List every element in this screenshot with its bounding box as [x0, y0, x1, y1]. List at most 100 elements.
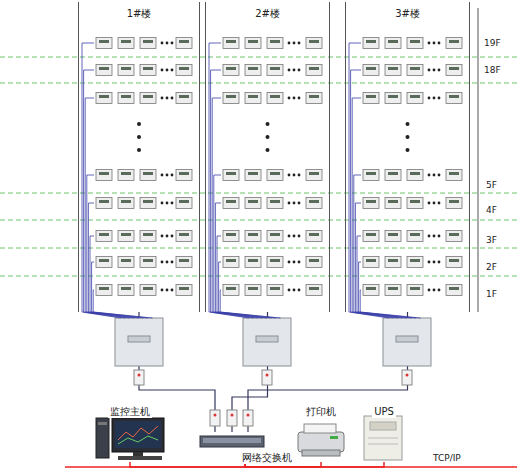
ellipsis-dot — [428, 235, 431, 238]
device-label: 打印机 — [304, 406, 338, 418]
meter-display — [410, 95, 420, 98]
bus-wire — [82, 43, 121, 318]
ellipsis-dot — [171, 97, 174, 100]
meter-display — [121, 172, 131, 175]
energy-meter — [385, 93, 401, 104]
converter-light — [138, 374, 141, 377]
energy-meter — [407, 170, 423, 181]
meter-display — [99, 67, 109, 70]
energy-meter — [176, 170, 192, 181]
meter-display — [99, 233, 109, 236]
energy-meter — [385, 285, 401, 296]
energy-meter — [140, 285, 156, 296]
energy-meter — [363, 38, 379, 49]
ellipsis-dot — [293, 42, 296, 45]
energy-meter — [223, 93, 239, 104]
floor-column-line — [478, 8, 479, 312]
signal-converter — [227, 410, 237, 426]
meter-display — [309, 233, 319, 236]
meter-display — [309, 200, 319, 203]
energy-meter — [176, 257, 192, 268]
bus-wire — [92, 262, 148, 318]
ellipsis-dot — [288, 174, 291, 177]
ellipsis-dot — [428, 202, 431, 205]
ellipsis-dot — [438, 69, 441, 72]
meter-display — [121, 95, 131, 98]
meter-display — [270, 200, 280, 203]
bus-wire — [217, 236, 272, 318]
floor-label: 4F — [485, 205, 498, 216]
energy-meter — [363, 198, 379, 209]
energy-meter — [118, 231, 134, 242]
meter-display — [143, 259, 153, 262]
converter-light — [247, 414, 250, 417]
computer-icon — [96, 418, 164, 460]
energy-meter — [140, 257, 156, 268]
energy-meter — [118, 65, 134, 76]
ellipsis-dot — [293, 261, 296, 264]
energy-meter — [267, 170, 283, 181]
meter-display — [449, 259, 459, 262]
building-column: 1#楼 — [78, 2, 200, 312]
data-collector — [383, 318, 431, 366]
energy-meter — [140, 231, 156, 242]
converter-light — [406, 374, 409, 377]
energy-meter — [223, 231, 239, 242]
energy-meter — [306, 231, 322, 242]
printer-icon — [330, 436, 338, 439]
ellipsis-dot — [406, 135, 410, 139]
ups-icon — [368, 438, 398, 439]
ups-icon — [364, 416, 402, 460]
meter-display — [366, 172, 376, 175]
ellipsis-dot — [298, 235, 301, 238]
energy-meter — [363, 93, 379, 104]
energy-meter — [385, 38, 401, 49]
computer-icon — [115, 421, 161, 448]
meter-display — [388, 200, 398, 203]
meter-display — [99, 95, 109, 98]
meter-display — [270, 259, 280, 262]
energy-meter — [245, 170, 261, 181]
energy-meter — [446, 231, 462, 242]
meter-display — [179, 67, 189, 70]
computer-icon — [98, 422, 107, 425]
building-column: 2#楼 — [205, 2, 330, 312]
floor-label: 18F — [483, 65, 502, 76]
meter-display — [410, 200, 420, 203]
meter-display — [248, 233, 258, 236]
printer-icon — [298, 432, 344, 452]
ellipsis-dot — [438, 261, 441, 264]
meter-display — [99, 287, 109, 290]
meter-display — [388, 287, 398, 290]
building-column: 3#楼 — [345, 2, 470, 312]
data-collector — [396, 336, 418, 342]
meter-display — [248, 95, 258, 98]
device-label: 监控主机 — [108, 406, 152, 418]
ellipsis-dot — [288, 97, 291, 100]
bus-wire — [88, 203, 139, 318]
ellipsis-dot — [298, 261, 301, 264]
energy-meter — [223, 285, 239, 296]
energy-meter — [118, 38, 134, 49]
meter-display — [410, 40, 420, 43]
meter-display — [121, 200, 131, 203]
meter-display — [366, 200, 376, 203]
converter-light — [214, 414, 217, 417]
meter-grid — [82, 38, 462, 319]
energy-meter — [223, 38, 239, 49]
switch-body — [200, 436, 264, 447]
energy-meter — [385, 198, 401, 209]
ellipsis-dot — [428, 261, 431, 264]
computer-icon — [118, 456, 162, 460]
energy-meter — [96, 257, 112, 268]
bus-wire — [357, 236, 412, 318]
meter-display — [309, 95, 319, 98]
ellipsis-dot — [298, 97, 301, 100]
ellipsis-dot — [428, 289, 431, 292]
ups-icon — [370, 422, 396, 430]
ellipsis-dot — [171, 174, 174, 177]
meter-display — [410, 67, 420, 70]
energy-meter — [306, 93, 322, 104]
meter-display — [366, 40, 376, 43]
